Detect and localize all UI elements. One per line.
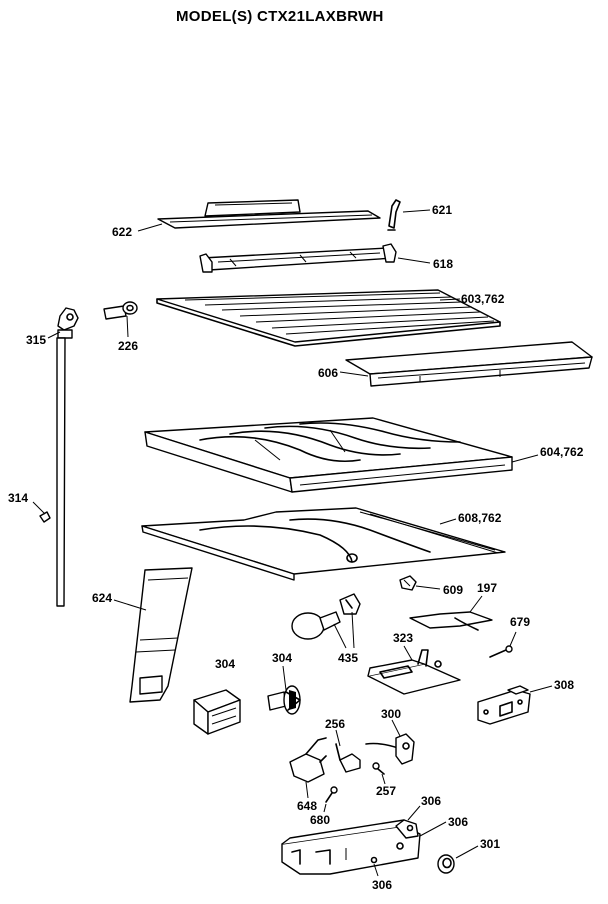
leader-621 (402, 209, 431, 213)
part-603-shelf[interactable] (156, 289, 501, 347)
leader-606 (339, 371, 369, 377)
part-680-screw[interactable] (325, 786, 338, 803)
label-306b: 306 (448, 815, 468, 829)
label-323: 323 (393, 631, 413, 645)
part-315-rod-fitting[interactable] (57, 307, 79, 339)
part-604-cover[interactable] (144, 417, 513, 493)
label-306c: 306 (372, 878, 392, 892)
label-306a: 306 (421, 794, 441, 808)
label-609: 609 (443, 583, 463, 597)
label-604-762: 604,762 (540, 445, 584, 459)
label-301: 301 (480, 837, 500, 851)
label-624: 624 (92, 591, 112, 605)
leader-300 (391, 719, 401, 737)
leader-435a (333, 623, 347, 649)
leader-323 (403, 645, 413, 661)
label-315: 315 (26, 333, 46, 347)
leader-197 (469, 595, 483, 613)
label-603-762: 603,762 (461, 292, 505, 306)
leader-306b (419, 821, 447, 837)
label-308: 308 (554, 678, 574, 692)
leader-435b (351, 611, 355, 649)
leader-257 (381, 773, 386, 785)
leader-679 (509, 631, 517, 647)
part-435-lamp[interactable] (291, 593, 361, 640)
leader-306c (373, 863, 379, 877)
label-618: 618 (433, 257, 453, 271)
label-304-knob: 304 (272, 651, 292, 665)
leader-604 (511, 454, 539, 463)
label-197: 197 (477, 581, 497, 595)
leader-609 (415, 585, 441, 590)
label-226: 226 (118, 339, 138, 353)
label-648: 648 (297, 799, 317, 813)
label-256: 256 (325, 717, 345, 731)
leader-308 (529, 685, 553, 693)
leader-301 (455, 845, 479, 859)
part-323-housing[interactable] (367, 649, 461, 695)
label-621: 621 (432, 203, 452, 217)
part-197-strap[interactable] (409, 611, 493, 631)
part-306-base[interactable] (281, 819, 421, 875)
part-648-relay[interactable] (289, 737, 327, 783)
leader-226 (126, 315, 129, 338)
part-226-knob[interactable] (103, 301, 138, 320)
leader-315 (47, 331, 61, 339)
leader-304-knob (282, 665, 287, 691)
leader-256 (335, 729, 341, 747)
label-257: 257 (376, 784, 396, 798)
leader-648 (305, 781, 309, 799)
label-435: 435 (338, 651, 358, 665)
part-257-screw[interactable] (372, 762, 385, 775)
part-308-bracket[interactable] (477, 685, 531, 725)
part-606-trim[interactable] (345, 341, 593, 387)
leader-608 (439, 518, 457, 525)
part-300-thermostat[interactable] (365, 733, 415, 765)
part-304-box[interactable] (193, 689, 241, 735)
part-679-screw[interactable] (489, 645, 513, 658)
label-304-box: 304 (215, 657, 235, 671)
label-300: 300 (381, 707, 401, 721)
part-301-knob[interactable] (437, 854, 455, 874)
label-608-762: 608,762 (458, 511, 502, 525)
part-618-bracket[interactable] (199, 243, 397, 273)
part-624-panel[interactable] (129, 567, 193, 703)
leader-624 (113, 599, 147, 611)
label-606: 606 (318, 366, 338, 380)
label-680: 680 (310, 813, 330, 827)
label-622: 622 (112, 225, 132, 239)
part-256-switch[interactable] (335, 743, 361, 773)
leader-603 (439, 298, 461, 301)
leader-618 (397, 257, 431, 264)
part-304-knob[interactable] (267, 685, 301, 715)
part-622-cover[interactable] (157, 199, 381, 229)
part-609-clip[interactable] (399, 575, 417, 591)
part-rod[interactable] (56, 337, 66, 607)
leader-314 (32, 501, 46, 515)
part-608-pan[interactable] (141, 507, 506, 581)
leader-622 (137, 223, 163, 232)
part-621-tube[interactable] (387, 199, 401, 231)
model-title: MODEL(S) CTX21LAXBRWH (176, 8, 384, 25)
leader-306a (407, 805, 421, 821)
label-314: 314 (8, 491, 28, 505)
leader-680 (323, 803, 327, 813)
label-679: 679 (510, 615, 530, 629)
